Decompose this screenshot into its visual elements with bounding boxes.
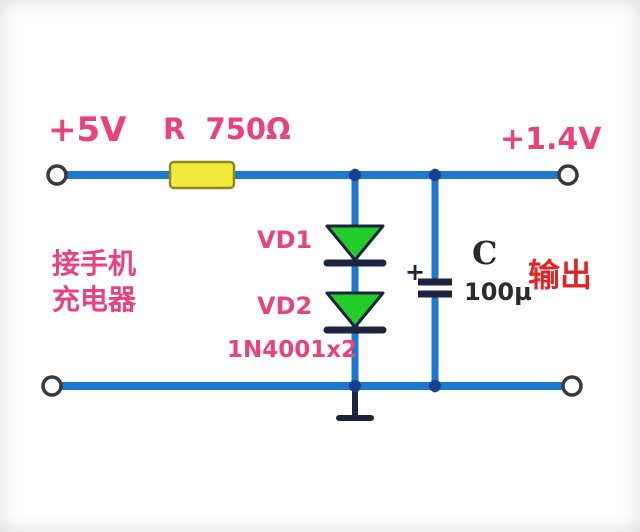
label-vd1: VD1 (257, 226, 312, 254)
terminal-top-left (46, 164, 68, 186)
label-vd2: VD2 (257, 292, 312, 320)
terminal-top-right (557, 164, 579, 186)
terminal-bottom-left (41, 375, 63, 397)
label-capacitor-name: C (472, 234, 497, 272)
label-output-voltage: +1.4V (500, 122, 602, 157)
terminal-bottom-right (561, 375, 583, 397)
junction-dot-bottom-left (349, 380, 361, 392)
label-capacitor-polarity: + (405, 258, 425, 286)
label-input-voltage: +5V (48, 110, 127, 150)
label-caption-line1: 接手机 (52, 247, 136, 280)
label-capacitor-value: 100µ (464, 278, 532, 306)
diode-vd2-triangle (325, 291, 385, 329)
label-caption-line2: 充电器 (52, 283, 137, 316)
label-output-caption: 输出 (528, 256, 592, 294)
diode-vd1-triangle (325, 224, 385, 262)
resistor-body (168, 160, 236, 190)
junction-dot-bottom-right (429, 380, 441, 392)
label-diode-type: 1N4001x2 (227, 337, 357, 363)
junction-dot-top-left (349, 169, 361, 181)
junction-dot-top-right (429, 169, 441, 181)
label-resistor: R 750Ω (163, 112, 291, 146)
